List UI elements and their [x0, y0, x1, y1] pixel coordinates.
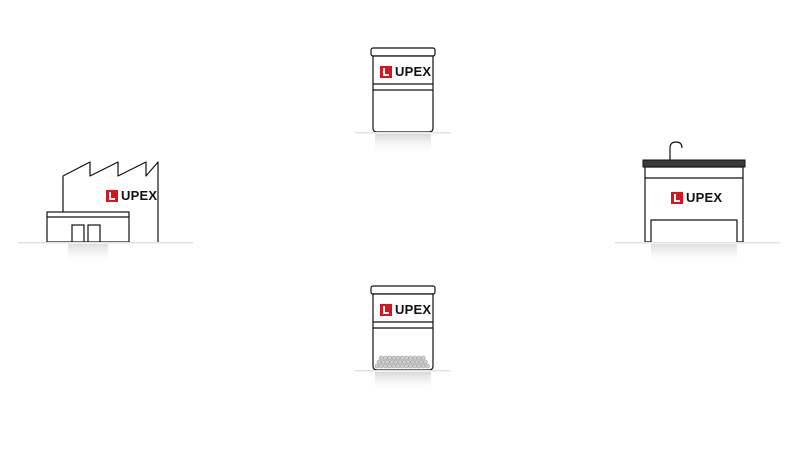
ball [399, 363, 405, 369]
ball [391, 363, 397, 369]
ball [404, 363, 409, 369]
balls-group [374, 355, 430, 369]
ball [404, 355, 409, 361]
ball [406, 359, 411, 365]
ball [387, 355, 392, 361]
ball [378, 363, 384, 369]
ball [420, 355, 426, 361]
ball [395, 355, 401, 361]
brand-logo: UPEX [106, 188, 157, 203]
ball [383, 355, 388, 361]
brand-wordmark: UPEX [395, 302, 432, 317]
sink-workstation-icon [615, 141, 780, 264]
ball [420, 363, 426, 369]
ball [408, 363, 413, 369]
ball [414, 359, 420, 365]
ball [380, 359, 386, 365]
ball [399, 355, 405, 361]
brand-wordmark: UPEX [121, 188, 158, 203]
brand-mark-icon [106, 189, 118, 202]
ball [395, 363, 401, 369]
ball [378, 355, 384, 361]
ball [385, 359, 390, 365]
ball [389, 359, 394, 365]
factory: UPEX [18, 150, 193, 270]
ball [401, 359, 407, 365]
ball [408, 355, 413, 361]
ball [412, 355, 418, 361]
brand-logo: UPEX [671, 190, 722, 205]
brand-mark-icon [380, 303, 392, 316]
brand-wordmark: UPEX [395, 64, 432, 79]
ball [410, 359, 415, 365]
drum-bottom: UPEX [355, 278, 451, 398]
drum-top: UPEX [355, 40, 451, 160]
sink-workstation: UPEX [615, 138, 780, 268]
ball [412, 363, 418, 369]
ball [383, 363, 388, 369]
ball [391, 355, 397, 361]
factory-icon [18, 161, 193, 264]
ball [416, 363, 422, 369]
brand-wordmark: UPEX [686, 190, 723, 205]
ball [397, 359, 403, 365]
drum-icon [355, 47, 451, 154]
brand-logo: UPEX [380, 302, 431, 317]
drum-with-balls-icon [355, 285, 451, 392]
ball [422, 359, 428, 365]
brand-logo: UPEX [380, 64, 431, 79]
ball [418, 359, 424, 365]
ball [416, 355, 422, 361]
ball [374, 363, 380, 369]
brand-mark-icon [380, 65, 392, 78]
ball [387, 363, 392, 369]
ball [376, 359, 382, 365]
ball [393, 359, 399, 365]
ball [425, 363, 430, 369]
brand-mark-icon [671, 191, 683, 204]
